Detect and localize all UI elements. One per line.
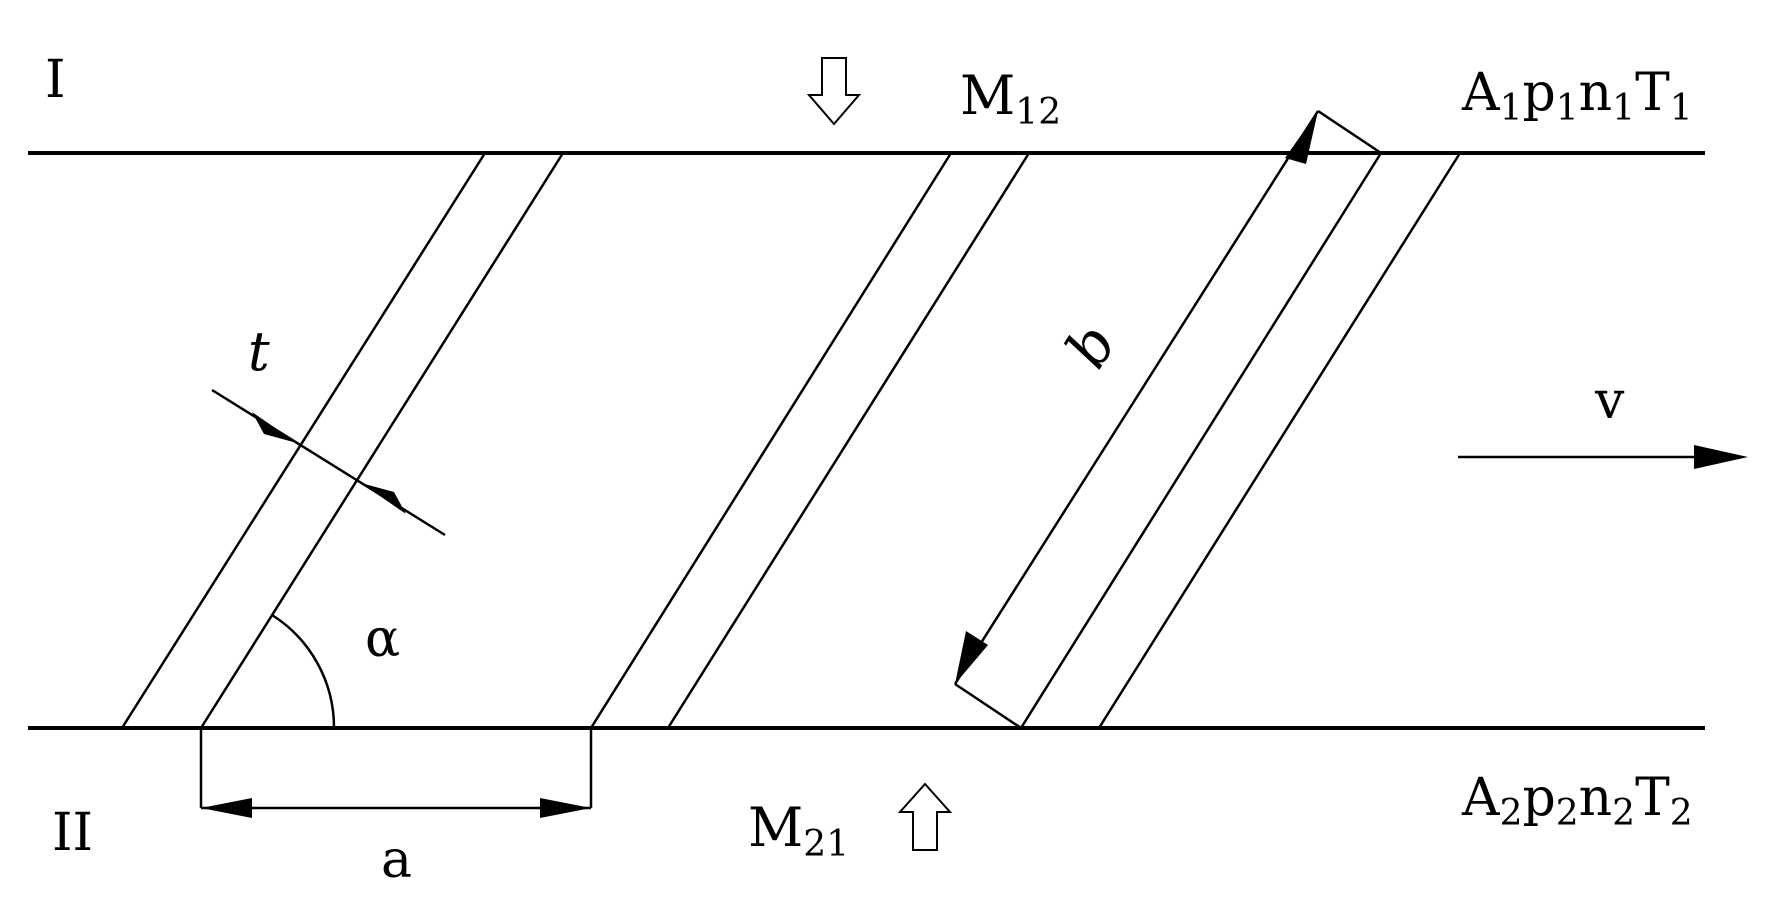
flux-up-arrow-icon xyxy=(897,782,953,851)
flux-down-label: M12 xyxy=(960,64,1061,133)
dimension-a xyxy=(199,728,593,818)
velocity-label: v xyxy=(1594,371,1625,431)
dimension-t xyxy=(211,388,446,537)
length-b-label: b xyxy=(1052,312,1129,380)
b-arrowhead-top xyxy=(1285,111,1318,164)
thickness-t-label: t xyxy=(248,320,270,383)
strip-2-right-edge xyxy=(666,152,1031,729)
strip-3-left-edge xyxy=(1019,152,1383,729)
a-arrowhead-right xyxy=(540,798,591,818)
strip-1-right-edge xyxy=(199,152,565,729)
a-arrowhead-left xyxy=(201,798,252,818)
dimension-b xyxy=(953,109,1382,730)
t-arrowhead-right xyxy=(361,483,406,514)
strip-3-right-edge xyxy=(1097,152,1462,729)
velocity-arrow xyxy=(1458,445,1748,469)
flux-down-arrow-icon xyxy=(806,57,862,126)
b-arrowhead-bottom xyxy=(955,631,988,684)
angle-alpha-label: α xyxy=(365,609,400,669)
b-dimension-line xyxy=(953,110,1320,685)
region-upper-label: I xyxy=(45,50,66,110)
upper-state-label: A1p1n1T1 xyxy=(1461,63,1693,129)
t-arrowhead-left xyxy=(252,412,297,443)
strip-2-left-edge xyxy=(589,152,953,729)
region-lower-label: II xyxy=(52,803,93,863)
lower-state-label: A2p2n2T2 xyxy=(1461,768,1693,834)
inclined-strips xyxy=(120,152,1462,729)
pitch-a-label: a xyxy=(381,830,412,890)
strip-1-left-edge xyxy=(120,152,487,729)
alpha-angle-arc xyxy=(271,613,336,729)
t-dimension-line xyxy=(211,388,446,537)
b-extension-top xyxy=(1317,109,1382,155)
velocity-arrowhead xyxy=(1694,445,1748,469)
b-extension-bottom xyxy=(954,682,1022,730)
flux-up-label: M21 xyxy=(748,796,849,865)
